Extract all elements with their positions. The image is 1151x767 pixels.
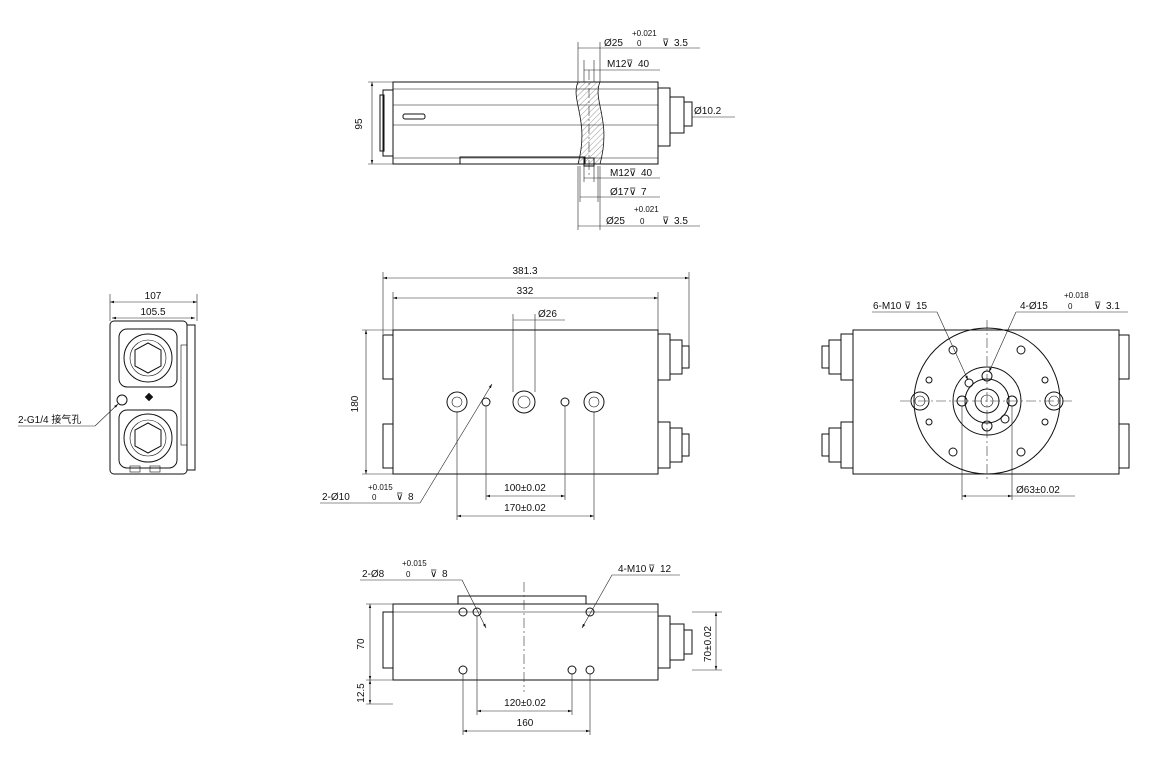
front-body (392, 329, 659, 475)
dim-100: 100±0.02 (504, 483, 546, 494)
svg-text:⊽: ⊽ (662, 216, 669, 227)
top-body (392, 81, 659, 165)
gauge-port (116, 394, 128, 406)
dim-170: 170±0.02 (504, 503, 546, 514)
callout-port: 2-G1/4 接气孔 (18, 413, 81, 426)
dim-107: 107 (145, 291, 162, 302)
hex-port-upper (134, 342, 162, 374)
svg-text:0: 0 (406, 570, 411, 579)
callout-thread-bottom: M12 (610, 168, 630, 179)
center-bore (512, 390, 536, 414)
dim-160: 160 (517, 718, 534, 729)
svg-text:40: 40 (641, 168, 653, 179)
dim-70-tol: 70±0.02 (703, 626, 714, 663)
svg-text:3.5: 3.5 (674, 38, 688, 49)
slot (402, 113, 426, 120)
svg-text:+0.015: +0.015 (402, 559, 427, 568)
svg-text:⊽: ⊽ (396, 492, 403, 503)
dim-12-5: 12.5 (356, 683, 367, 703)
callout-bore-top: Ø25 (604, 38, 623, 49)
callout-thread-top: M12 (607, 59, 627, 70)
right-view: 6-M10 ⊽ 15 4-Ø15 +0.018 0 ⊽ 3.1 Ø63±0.02 (821, 291, 1130, 500)
svg-text:3.1: 3.1 (1106, 301, 1120, 312)
svg-text:3.5: 3.5 (674, 216, 688, 227)
side-left-view: 107 105.5 2-G1/4 接气孔 (18, 291, 198, 475)
dim-180: 180 (350, 395, 361, 412)
callout-pcd: Ø63±0.02 (1016, 485, 1060, 496)
callout-bore-bottom: Ø25 (606, 216, 625, 227)
dim-332: 332 (517, 286, 534, 297)
svg-text:+0.015: +0.015 (368, 483, 393, 492)
svg-text:7: 7 (641, 187, 647, 198)
hex-port-lower (134, 422, 162, 454)
svg-text:⊽: ⊽ (629, 187, 636, 198)
svg-text:⊽: ⊽ (904, 301, 911, 312)
svg-text:+0.018: +0.018 (1064, 291, 1089, 300)
svg-text:0: 0 (637, 39, 642, 48)
svg-text:8: 8 (442, 569, 448, 580)
callout-right-pin-holes: 4-Ø15 (1020, 301, 1048, 312)
bottom-view: 70 12.5 70±0.02 120±0.02 160 2-Ø8 +0.015… (356, 559, 722, 735)
dim-120: 120±0.02 (504, 698, 546, 709)
front-view: 381.3 332 Ø26 180 100±0.02 170±0.02 2-Ø1… (320, 266, 690, 520)
callout-bottom-pin-holes: 2-Ø8 (362, 569, 385, 580)
svg-text:⊽: ⊽ (626, 59, 633, 70)
svg-text:12: 12 (660, 564, 672, 575)
svg-text:15: 15 (916, 301, 928, 312)
dim-381-3: 381.3 (512, 266, 537, 277)
svg-text:40: 40 (638, 59, 650, 70)
right-body (852, 329, 1120, 475)
callout-bottom-thread-holes: 4-M10 (618, 564, 647, 575)
svg-text:⊽: ⊽ (648, 564, 655, 575)
svg-text:8: 8 (408, 492, 414, 503)
depth-symbol-icon: ⊽ (662, 38, 669, 49)
svg-text:+0.021: +0.021 (632, 29, 657, 38)
svg-text:0: 0 (372, 493, 377, 502)
bottom-body (392, 603, 659, 681)
svg-text:0: 0 (1068, 302, 1073, 311)
svg-text:⊽: ⊽ (430, 569, 437, 580)
callout-cbore-bottom: Ø17 (610, 187, 629, 198)
dim-70-left: 70 (356, 638, 367, 650)
dim-105-5: 105.5 (140, 307, 165, 318)
top-view: 95 Ø25 +0.021 0 ⊽ 3.5 M12 ⊽ 40 Ø10.2 M12… (354, 29, 735, 230)
callout-center-bore: Ø26 (538, 309, 557, 320)
svg-text:+0.021: +0.021 (634, 205, 659, 214)
callout-pin-holes: 2-Ø10 (322, 492, 350, 503)
port-fitting (669, 96, 685, 134)
callout-thread-holes: 6-M10 (873, 301, 902, 312)
svg-text:⊽: ⊽ (629, 168, 636, 179)
svg-text:0: 0 (640, 217, 645, 226)
dim-95: 95 (354, 118, 365, 130)
svg-text:⊽: ⊽ (1094, 301, 1101, 312)
callout-port-dia: Ø10.2 (694, 106, 722, 117)
